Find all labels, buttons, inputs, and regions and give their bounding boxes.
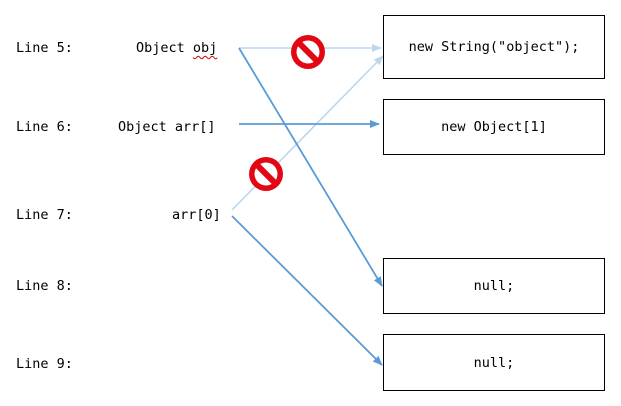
object-array-box: new Object[1] — [383, 99, 605, 155]
variable-obj-name: obj — [192, 40, 218, 56]
line-9-label: Line 9: — [16, 356, 73, 372]
prohibited-icon — [291, 35, 325, 69]
variable-arr0: arr[0] — [172, 207, 221, 223]
null-box-line-8: null; — [383, 258, 605, 314]
null-box-line-9: null; — [383, 334, 605, 391]
line-7-label: Line 7: — [16, 207, 73, 223]
prohibited-icon — [249, 157, 283, 191]
arrow-arr0-to-string-removed — [231, 55, 384, 211]
variable-obj-type: Object — [136, 40, 193, 56]
variable-obj: Object obj — [136, 40, 217, 56]
arrow-obj-to-null — [238, 47, 383, 287]
object-string-box: new String("object"); — [383, 15, 605, 79]
line-6-label: Line 6: — [16, 119, 73, 135]
variable-arr: Object arr[] — [118, 119, 216, 135]
line-5-label: Line 5: — [16, 40, 73, 56]
arrow-arr0-to-null — [231, 215, 383, 366]
line-8-label: Line 8: — [16, 278, 73, 294]
